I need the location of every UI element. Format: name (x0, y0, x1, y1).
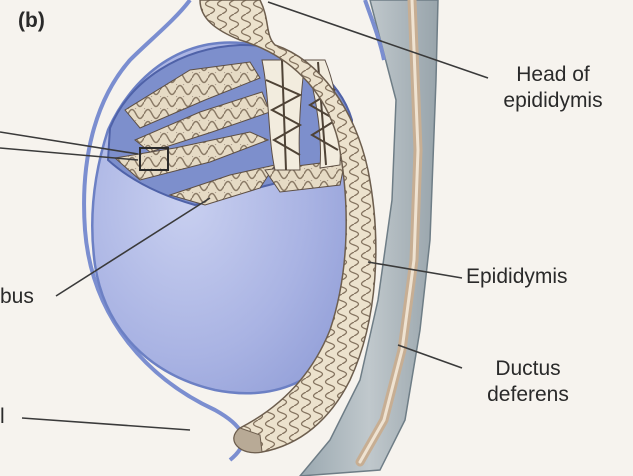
label-ductus-deferens: Ductus deferens (468, 356, 588, 408)
label-head-of-epididymis: Head of epididymis (478, 62, 628, 114)
label-epididymis: Epididymis (466, 264, 568, 290)
leader-left-bottom (22, 418, 190, 430)
panel-label: (b) (18, 8, 45, 34)
label-partial-left-bottom: l (0, 404, 5, 430)
label-ductus-line-2: deferens (468, 382, 588, 408)
label-partial-left-mid: bus (0, 284, 34, 310)
label-head-line-2: epididymis (478, 88, 628, 114)
label-ductus-line-1: Ductus (468, 356, 588, 382)
label-head-line-1: Head of (478, 62, 628, 88)
